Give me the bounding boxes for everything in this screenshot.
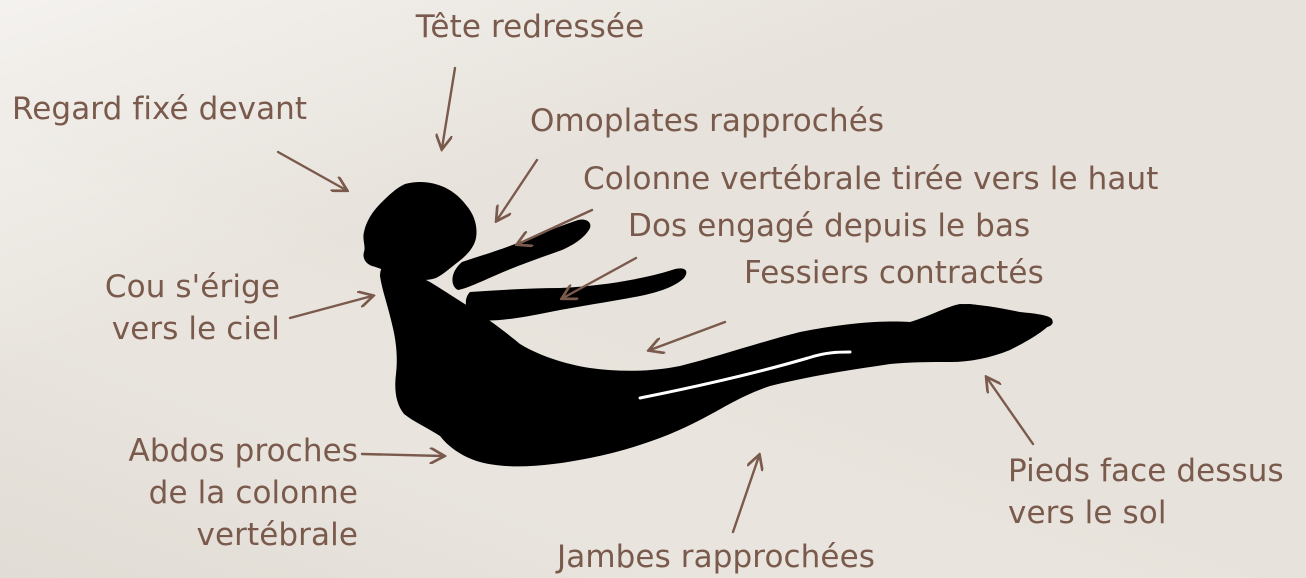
label-neck-line-2: vers le ciel [60, 308, 280, 350]
label-feet: Pieds face dessus vers le sol [1008, 450, 1284, 534]
label-spine: Colonne vertébrale tirée vers le haut [583, 158, 1158, 200]
arrow-head [442, 68, 455, 148]
label-neck: Cou s'érige vers le ciel [60, 266, 280, 350]
label-legs: Jambes rapprochées [557, 536, 875, 578]
label-feet-line-1: Pieds face dessus [1008, 450, 1284, 492]
arrow-abs [362, 454, 443, 456]
label-shoulder-blades: Omoplates rapprochés [530, 100, 884, 142]
label-feet-line-2: vers le sol [1008, 492, 1284, 534]
label-glutes: Fessiers contractés [744, 252, 1044, 294]
label-back: Dos engagé depuis le bas [628, 205, 1030, 247]
label-abs-line-3: vertébrale [60, 514, 358, 556]
arrow-glutes [650, 322, 725, 350]
arrow-neck [290, 296, 372, 318]
label-abs-line-2: de la colonne [60, 472, 358, 514]
silhouette-arm-lower [466, 268, 687, 320]
label-abs: Abdos proches de la colonne vertébrale [60, 430, 358, 556]
arrow-shoulder-blades [497, 160, 537, 220]
label-abs-line-1: Abdos proches [60, 430, 358, 472]
label-head: Tête redressée [400, 6, 660, 48]
label-gaze: Regard fixé devant [12, 88, 307, 130]
arrow-feet [987, 378, 1033, 444]
arrow-legs [733, 456, 759, 532]
label-neck-line-1: Cou s'érige [60, 266, 280, 308]
arrow-gaze [278, 152, 346, 190]
